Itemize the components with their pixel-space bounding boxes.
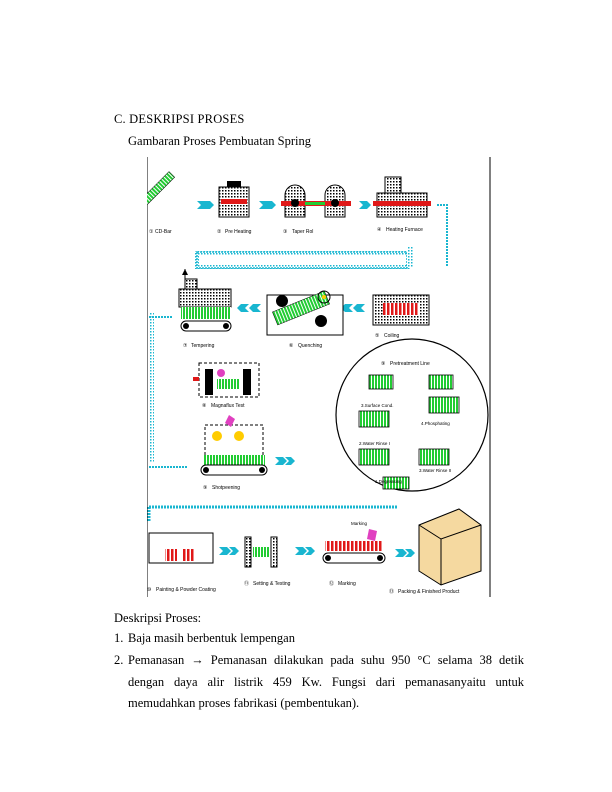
label-marking: Marking (338, 581, 356, 587)
label-painting: Painting & Powder Coating (156, 587, 216, 593)
description-heading: Deskripsi Proses: (114, 611, 202, 625)
arrow-icon (395, 549, 415, 557)
label-quenching: Quenching (298, 343, 322, 349)
label-phosphating: 4.Phosphating (421, 421, 450, 426)
coiling-icon (372, 294, 430, 326)
list-number: 1. (114, 631, 124, 645)
label-shotpeening: Shotpeening (212, 485, 240, 491)
list-text: Baja masih berbentuk lempengan (128, 631, 295, 645)
painting-icon (148, 532, 214, 564)
label-taper-roll: Taper Rol (292, 229, 313, 235)
heating-furnace-icon (373, 176, 431, 218)
svg-text:⑥: ⑥ (289, 343, 294, 349)
label-pretreatment: Pretreatment Line (390, 361, 430, 367)
packing-icon (418, 508, 482, 586)
arrow-icon (359, 201, 371, 209)
label-packing: Packing & Finished Product (398, 589, 460, 595)
shotpeening-icon (200, 415, 268, 476)
label-water-rinse-1: 2.Water Rinse I (359, 441, 390, 446)
cd-bar-icon (140, 171, 176, 206)
list-item: 2. Pemanasan → Pemanasan dilakukan pada … (114, 650, 524, 715)
arrow-icon (295, 547, 315, 555)
svg-text:③: ③ (283, 229, 287, 235)
list-text: Pemanasan → Pemanasan dilakukan pada suh… (128, 653, 524, 710)
arrow-icon (275, 457, 295, 465)
svg-text:④: ④ (377, 227, 382, 233)
label-surface-cond: 3.Surface Cond. (361, 403, 394, 408)
figure-caption: Gambaran Proses Pembuatan Spring (128, 134, 311, 148)
svg-text:⑨: ⑨ (381, 361, 385, 367)
label-heating-furnace: Heating Furnace (386, 227, 423, 233)
label-magnaflux: Magnaflux Test (211, 403, 245, 409)
pre-heating-icon (218, 181, 250, 218)
label-pre-heating: Pre Heating (225, 229, 252, 235)
list-item: 1. Baja masih berbentuk lempengan (114, 628, 524, 650)
svg-text:⑩: ⑩ (147, 587, 152, 593)
label-degreasing: 1.Degreasing (375, 479, 402, 484)
arrow-icon (237, 304, 261, 312)
svg-text:⑨: ⑨ (203, 485, 207, 491)
arrow-icon (259, 201, 276, 209)
label-water-rinse-2: 3.Water Rinse II (419, 468, 451, 473)
quenching-icon (266, 290, 344, 336)
arrow-icon (197, 201, 214, 209)
svg-text:⑪: ⑪ (244, 580, 249, 587)
setting-testing-icon (244, 536, 278, 568)
pretreatment-line-icon (335, 338, 489, 492)
svg-text:①: ① (149, 229, 154, 235)
arrow-icon (341, 304, 365, 312)
svg-text:②: ② (217, 229, 222, 235)
svg-text:⑬: ⑬ (389, 588, 394, 595)
label-cd-bar: CD-Bar (155, 229, 172, 235)
section-title: C. DESKRIPSI PROSES (114, 112, 245, 126)
taper-roll-icon (281, 184, 351, 218)
svg-text:⑧: ⑧ (202, 403, 207, 409)
svg-text:⑤: ⑤ (375, 333, 379, 339)
svg-text:⑦: ⑦ (183, 343, 188, 349)
arrow-icon (219, 547, 239, 555)
tempering-icon (178, 278, 232, 332)
svg-text:⑫: ⑫ (329, 580, 334, 587)
label-coiling: Coiling (384, 333, 400, 339)
label-setting: Setting & Testing (253, 581, 291, 587)
process-diagram: CD-Bar ① ② Pre Heating ③ Taper Rol ④ Hea… (140, 157, 492, 597)
label-marking-small: Marking (351, 521, 368, 526)
label-tempering: Tempering (191, 343, 215, 349)
list-number: 2. (114, 653, 124, 667)
marking-icon (322, 529, 386, 564)
magnaflux-icon (193, 362, 260, 398)
